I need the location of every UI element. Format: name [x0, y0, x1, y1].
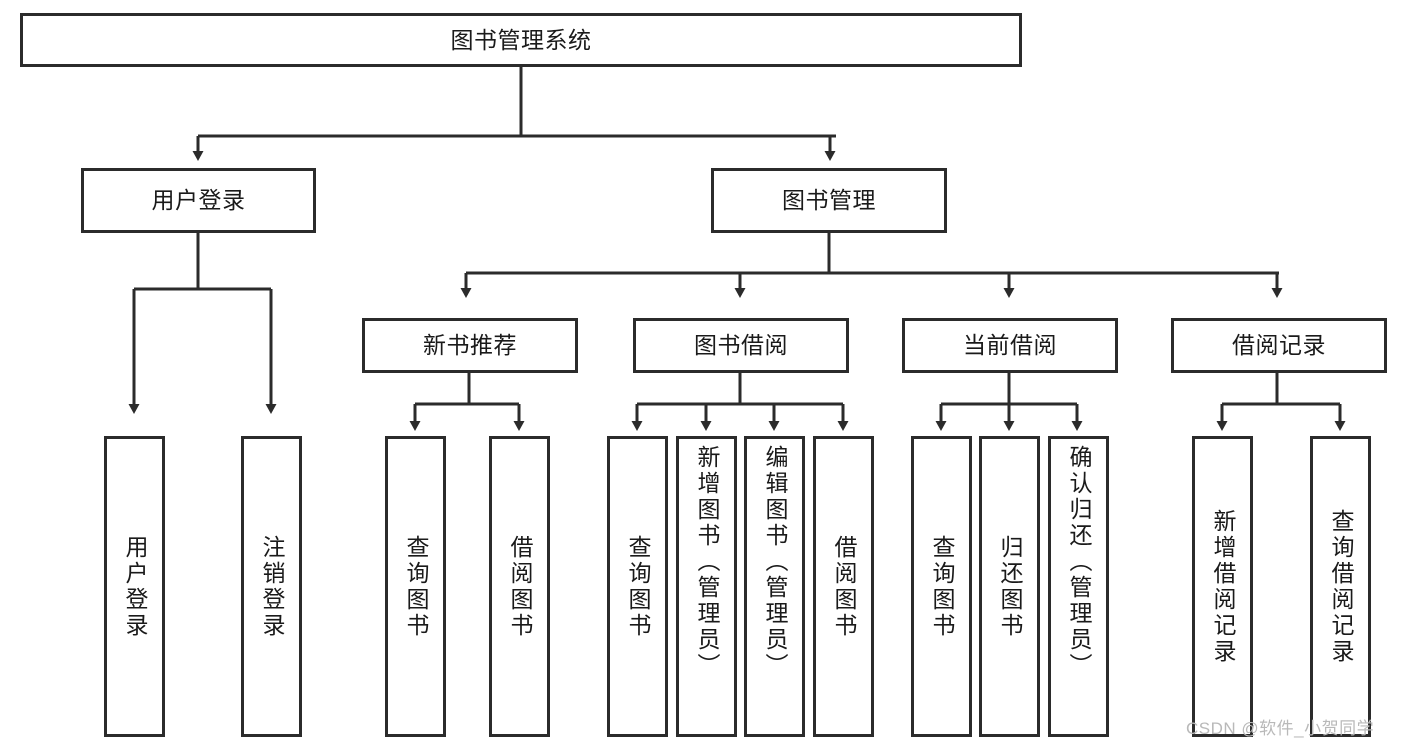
node-label: 编辑图书（管理员）	[762, 445, 788, 679]
leaf-query-book-1[interactable]: 查询图书	[385, 436, 446, 737]
node-label: 归还图书	[997, 534, 1023, 639]
node-label: 查询图书	[929, 534, 955, 639]
node-label: 确认归还（管理员）	[1066, 445, 1092, 679]
node-label: 图书借阅	[694, 332, 788, 359]
leaf-borrow-book-1[interactable]: 借阅图书	[489, 436, 550, 737]
leaf-user-login[interactable]: 用户登录	[104, 436, 165, 737]
leaf-add-book[interactable]: 新增图书（管理员）	[676, 436, 737, 737]
node-borrow-record[interactable]: 借阅记录	[1171, 318, 1387, 373]
leaf-query-book-3[interactable]: 查询图书	[911, 436, 972, 737]
leaf-query-book-2[interactable]: 查询图书	[607, 436, 668, 737]
node-label: 新增图书（管理员）	[694, 445, 720, 679]
node-label: 图书管理系统	[450, 26, 592, 53]
node-label: 新书推荐	[423, 332, 517, 359]
node-root-system[interactable]: 图书管理系统	[20, 13, 1022, 67]
node-label: 用户登录	[151, 187, 246, 214]
node-label: 借阅图书	[831, 534, 857, 639]
leaf-query-record[interactable]: 查询借阅记录	[1310, 436, 1371, 737]
node-label: 用户登录	[122, 534, 148, 639]
leaf-add-record[interactable]: 新增借阅记录	[1192, 436, 1253, 737]
node-label: 借阅记录	[1232, 332, 1326, 359]
node-book-borrow[interactable]: 图书借阅	[633, 318, 849, 373]
node-label: 借阅图书	[507, 534, 533, 639]
leaf-borrow-book-2[interactable]: 借阅图书	[813, 436, 874, 737]
leaf-logout-login[interactable]: 注销登录	[241, 436, 302, 737]
node-current-borrow[interactable]: 当前借阅	[902, 318, 1118, 373]
node-label: 图书管理	[782, 187, 876, 214]
node-book-manage[interactable]: 图书管理	[711, 168, 947, 233]
node-new-book-rec[interactable]: 新书推荐	[362, 318, 578, 373]
leaf-edit-book[interactable]: 编辑图书（管理员）	[744, 436, 805, 737]
node-user-login[interactable]: 用户登录	[81, 168, 316, 233]
node-label: 查询图书	[403, 534, 429, 639]
leaf-confirm-return[interactable]: 确认归还（管理员）	[1048, 436, 1109, 737]
node-label: 当前借阅	[963, 332, 1057, 359]
leaf-return-book[interactable]: 归还图书	[979, 436, 1040, 737]
node-label: 注销登录	[259, 534, 285, 639]
node-label: 查询借阅记录	[1328, 508, 1354, 665]
node-label: 新增借阅记录	[1210, 508, 1236, 665]
node-label: 查询图书	[625, 534, 651, 639]
watermark-text: CSDN @软件_小贺同学	[1186, 719, 1375, 738]
